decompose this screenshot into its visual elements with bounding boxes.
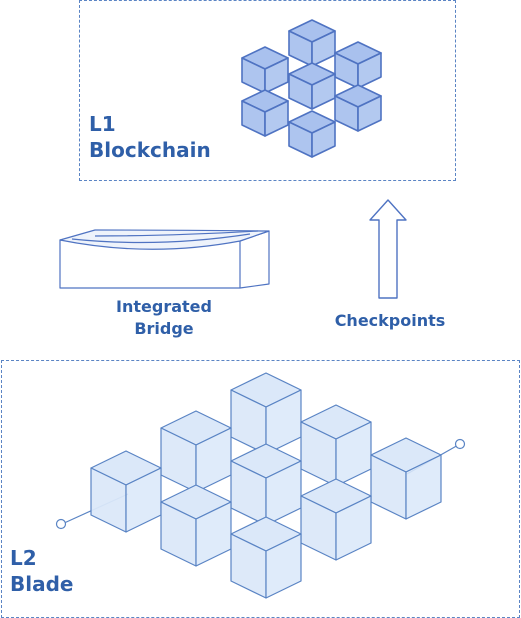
bridge-caption-line2: Bridge [134, 318, 194, 338]
l2-cube-grid-icon [90, 372, 442, 599]
l1-title: L1 Blockchain [89, 111, 211, 163]
cube-shape [90, 450, 162, 533]
checkpoints-caption: Checkpoints [334, 311, 446, 330]
cube-shape [241, 46, 289, 94]
up-arrow-icon [369, 199, 407, 299]
l2-title-line1: L2 [10, 546, 37, 570]
l1-container [79, 0, 456, 181]
cube-shape [288, 62, 336, 110]
l1-title-line1: L1 [89, 112, 116, 136]
bridge-icon [59, 229, 270, 289]
cube-shape [370, 437, 442, 520]
cube-shape [300, 478, 372, 561]
cube-shape [334, 41, 382, 89]
cube-shape [160, 484, 232, 567]
l2-title: L2 Blade [10, 545, 73, 597]
l1-cube-cluster-icon [241, 19, 382, 158]
cube-shape [241, 89, 289, 137]
cube-shape [160, 410, 232, 493]
cube-shape [300, 404, 372, 487]
cube-shape [230, 516, 302, 599]
cube-shape [288, 110, 336, 158]
l2-title-line2: Blade [10, 572, 74, 596]
l1-title-line2: Blockchain [89, 138, 211, 162]
cube-shape [230, 443, 302, 526]
bridge-caption: Integrated Bridge [104, 296, 224, 339]
cube-shape [230, 372, 302, 455]
cube-shape [334, 84, 382, 132]
cube-shape [288, 19, 336, 67]
bridge-caption-line1: Integrated [116, 297, 212, 316]
